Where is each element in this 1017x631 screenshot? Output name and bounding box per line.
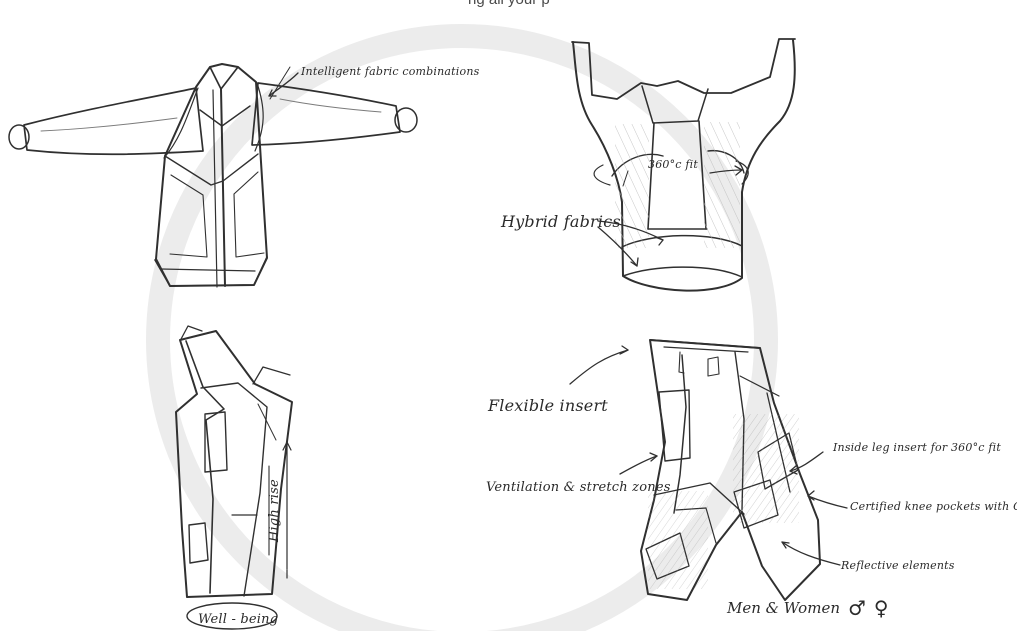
- male-symbol-icon: ♂: [848, 598, 866, 618]
- female-symbol-icon: ♀: [874, 598, 889, 618]
- label-reflective-elements: Reflective elements: [841, 560, 955, 571]
- top-clipped-text: ng all your p: [468, 0, 550, 8]
- label-certified-knee-pockets: Certified knee pockets with Cordura: [850, 501, 1017, 512]
- label-inside-leg-insert: Inside leg insert for 360°c fit: [833, 442, 1001, 453]
- label-360-fit: 360°c fit: [648, 159, 698, 170]
- label-ventilation-stretch-zones: Ventilation & stretch zones: [486, 481, 671, 494]
- label-well-being: Well - being: [198, 613, 278, 626]
- audience-row: Men & Women ♂ ♀: [727, 598, 889, 618]
- label-hybrid-fabrics: Hybrid fabrics: [501, 214, 621, 230]
- label-men-women: Men & Women: [727, 599, 840, 617]
- label-intelligent-fabric-combinations: Intelligent fabric combinations: [301, 66, 479, 77]
- label-high-rise: High rise: [268, 479, 281, 542]
- label-flexible-insert: Flexible insert: [488, 398, 608, 414]
